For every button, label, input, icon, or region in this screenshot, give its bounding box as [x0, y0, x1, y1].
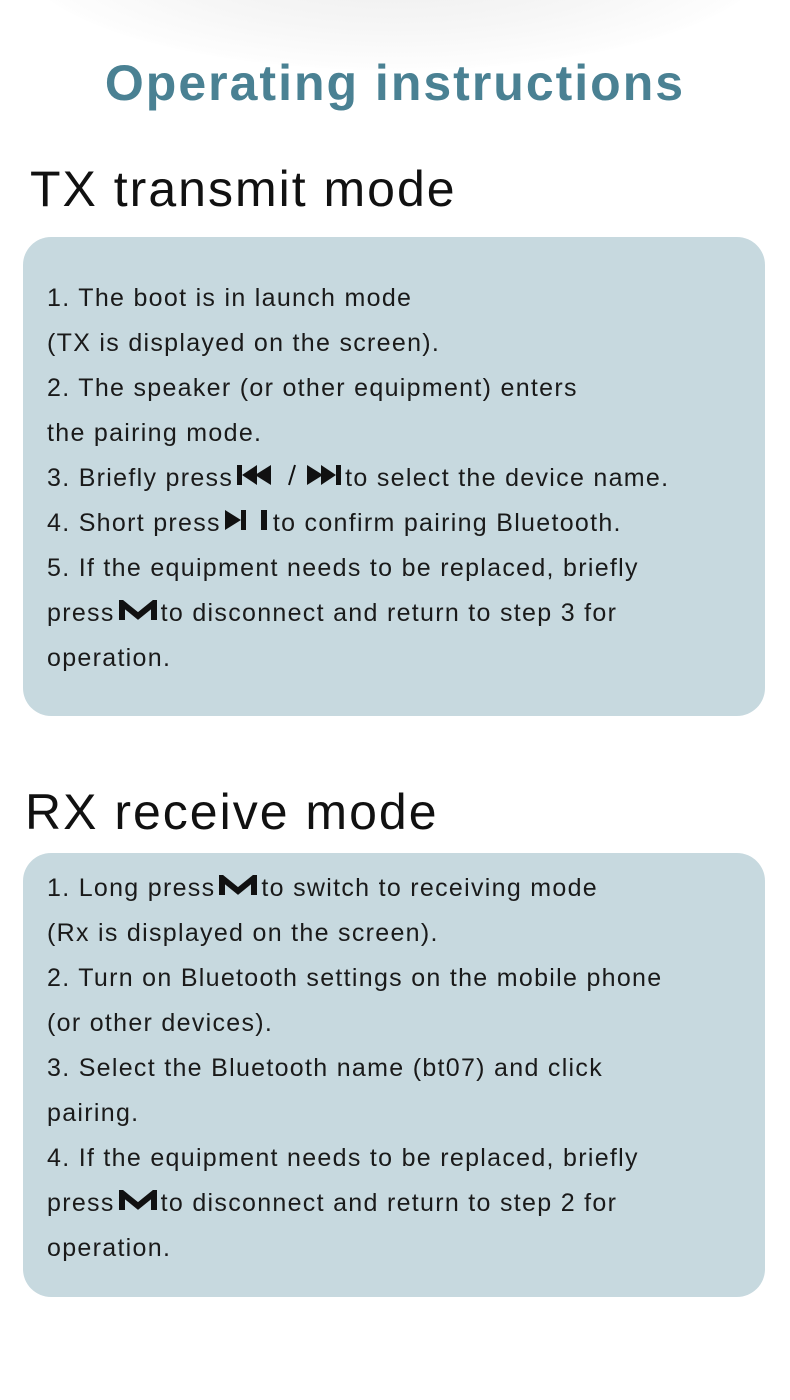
instruction-line: press to disconnect and return to step 3 …: [47, 591, 765, 636]
line-text: 1. The boot is in launch mode: [47, 284, 413, 312]
line-text: to disconnect and return to step 2 for: [160, 1189, 618, 1217]
line-text: pairing.: [47, 1099, 140, 1127]
prev-next-icon: [237, 457, 342, 502]
instruction-line: 3. Select the Bluetooth name (bt07) and …: [47, 1046, 765, 1091]
line-text: 2. The speaker (or other equipment) ente…: [47, 374, 578, 402]
tx-heading: TX transmit mode: [30, 161, 457, 217]
mode-m-icon: [118, 1182, 157, 1227]
instruction-line: (TX is displayed on the screen).: [47, 321, 765, 366]
instruction-line: (or other devices).: [47, 1001, 765, 1046]
instruction-line: pairing.: [47, 1091, 765, 1136]
instruction-line: 4. Short press to confirm pairing Bluetoo…: [47, 501, 765, 546]
instruction-line: (Rx is displayed on the screen).: [47, 911, 765, 956]
line-text: to confirm pairing Bluetooth.: [272, 509, 622, 537]
line-text: 2. Turn on Bluetooth settings on the mob…: [47, 964, 663, 992]
line-text: operation.: [47, 1234, 172, 1262]
instruction-line: 1. Long press to switch to receiving mode: [47, 866, 765, 911]
instruction-line: operation.: [47, 636, 765, 681]
line-text: the pairing mode.: [47, 419, 263, 447]
line-text: 4. Short press: [47, 509, 221, 537]
line-text: to select the device name.: [345, 464, 670, 492]
instruction-line: 5. If the equipment needs to be replaced…: [47, 546, 765, 591]
rx-heading: RX receive mode: [25, 784, 439, 840]
line-text: press: [47, 1189, 115, 1217]
line-text: (or other devices).: [47, 1009, 274, 1037]
instruction-line: 4. If the equipment needs to be replaced…: [47, 1136, 765, 1181]
line-text: 3. Select the Bluetooth name (bt07) and …: [47, 1054, 604, 1082]
line-text: (TX is displayed on the screen).: [47, 329, 441, 357]
line-text: (Rx is displayed on the screen).: [47, 919, 439, 947]
line-text: to switch to receiving mode: [261, 874, 599, 902]
line-text: 3. Briefly press: [47, 464, 234, 492]
play-pause-icon: [224, 502, 269, 547]
instruction-line: 2. The speaker (or other equipment) ente…: [47, 366, 765, 411]
mode-m-icon: [219, 867, 258, 912]
tx-instructions-box: 1. The boot is in launch mode (TX is disp…: [23, 237, 765, 716]
line-text: press: [47, 599, 115, 627]
line-text: 4. If the equipment needs to be replaced…: [47, 1144, 639, 1172]
instruction-line: 2. Turn on Bluetooth settings on the mob…: [47, 956, 765, 1001]
line-text: 5. If the equipment needs to be replaced…: [47, 554, 639, 582]
instruction-line: operation.: [47, 1226, 765, 1271]
instruction-line: 3. Briefly press to select the device nam…: [47, 456, 765, 501]
instruction-line: 1. The boot is in launch mode: [47, 276, 765, 321]
line-text: to disconnect and return to step 3 for: [160, 599, 618, 627]
rx-instructions-box: 1. Long press to switch to receiving mode…: [23, 853, 765, 1297]
line-text: operation.: [47, 644, 172, 672]
instruction-line: press to disconnect and return to step 2 …: [47, 1181, 765, 1226]
line-text: 1. Long press: [47, 874, 216, 902]
mode-m-icon: [118, 592, 157, 637]
instruction-line: the pairing mode.: [47, 411, 765, 456]
page-title: Operating instructions: [104, 55, 686, 111]
